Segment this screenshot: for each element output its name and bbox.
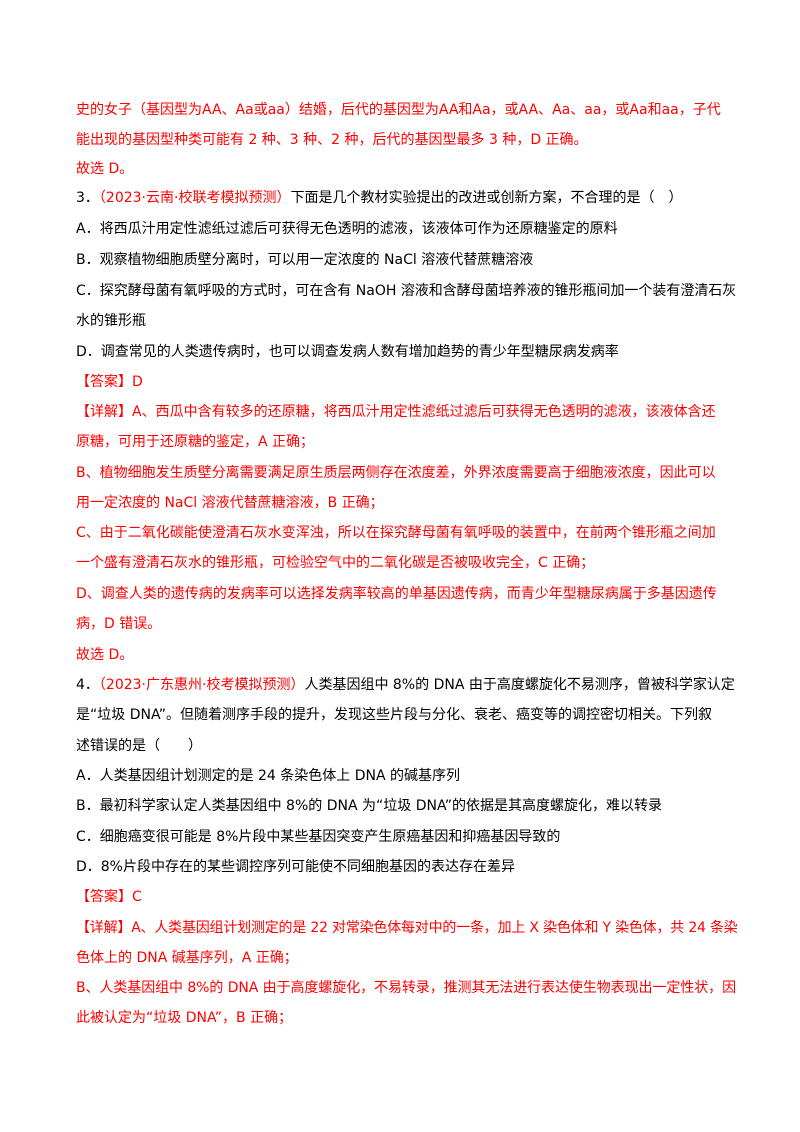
q3-number: 3． (76, 190, 99, 206)
q4-stem-line-3: 述错误的是（ ） (76, 738, 202, 754)
prev-detail-line-1: 史的女子（基因型为AA、Aa或aa）结婚，后代的基因型为AA和Aa，或AA、Aa… (76, 102, 721, 118)
q4-detail-label: 【详解】 (76, 920, 132, 936)
q4-option-d: D．8%片段中存在的某些调控序列可能使不同细胞基因的表达存在差异 (76, 859, 515, 875)
q3-detail-line-4: 用一定浓度的 NaCl 溶液代替蔗糖溶液，B 正确； (76, 495, 384, 511)
q3-detail-line-5: C、由于二氧化碳能使澄清石灰水变浑浊，所以在探究酵母菌有氧呼吸的装置中，在前两个… (76, 525, 716, 541)
q3-detail-line-7: D、调查人类的遗传病的发病率可以选择发病率较高的单基因遗传病，而青少年型糖尿病属… (76, 586, 717, 602)
q4-option-c: C．细胞癌变很可能是 8%片段中某些基因突变产生原癌基因和抑癌基因导致的 (76, 829, 561, 845)
q3-detail-label: 【详解】 (76, 404, 132, 420)
q3-option-a: A．将西瓜汁用定性滤纸过滤后可获得无色透明的滤液，该液体可作为还原糖鉴定的原料 (76, 221, 618, 237)
q4-detail-line-4: 此被认定为“垃圾 DNA”，B 正确； (76, 1010, 293, 1026)
q4-source: （2023·广东惠州·校考模拟预测） (98, 677, 305, 693)
q4-answer-label: 【答案】 (76, 889, 132, 905)
q4-detail-text-1: A、人类基因组计划测定的是 22 对常染色体每对中的一条，加上 X 染色体和 Y… (131, 920, 738, 936)
q3-detail-line-2: 原糖，可用于还原糖的鉴定，A 正确； (76, 434, 315, 450)
q3-answer-value: D (132, 374, 143, 390)
prev-conclusion: 故选 D。 (76, 161, 134, 177)
q3-source: （2023·云南·校联考模拟预测） (98, 190, 291, 206)
q3-detail-line-8: 病，D 错误。 (76, 616, 162, 632)
q3-stem: 3．（2023·云南·校联考模拟预测）下面是几个教材实验提出的改进或创新方案，不… (76, 188, 736, 208)
q3-answer: 【答案】D (76, 372, 736, 392)
q3-detail-line-3: B、植物细胞发生质壁分离需要满足原生质层两侧存在浓度差，外界浓度需要高于细胞液浓… (76, 465, 716, 481)
q4-number: 4． (76, 677, 99, 693)
q4-detail-line-1: 【详解】A、人类基因组计划测定的是 22 对常染色体每对中的一条，加上 X 染色… (76, 918, 738, 938)
q4-option-b: B．最初科学家认定人类基因组中 8%的 DNA 为“垃圾 DNA”的依据是其高度… (76, 798, 663, 814)
q4-stem-line-2: 是“垃圾 DNA”。但随着测序手段的提升，发现这些片段与分化、衰老、癌变等的调控… (76, 707, 713, 723)
q3-option-b: B．观察植物细胞质壁分离时，可以用一定浓度的 NaCl 溶液代替蔗糖溶液 (76, 252, 534, 268)
q3-detail-text-1: A、西瓜中含有较多的还原糖，将西瓜汁用定性滤纸过滤后可获得无色透明的滤液，该液体… (132, 404, 716, 420)
q4-stem-text-1: 人类基因组中 8%的 DNA 由于高度螺旋化不易测序，曾被科学家认定 (304, 677, 735, 693)
q3-option-c-cont: 水的锥形瓶 (76, 313, 146, 329)
q4-detail-line-3: B、人类基因组中 8%的 DNA 由于高度螺旋化，不易转录，推测其无法进行表达使… (76, 980, 736, 996)
q3-answer-label: 【答案】 (76, 374, 132, 390)
q3-option-c: C．探究酵母菌有氧呼吸的方式时，可在含有 NaOH 溶液和含酵母菌培养液的锥形瓶… (76, 283, 737, 299)
q3-conclusion: 故选 D。 (76, 647, 134, 663)
q4-detail-line-2: 色体上的 DNA 碱基序列，A 正确； (76, 950, 298, 966)
q3-option-d: D．调查常见的人类遗传病时，也可以调查发病人数有增加趋势的青少年型糖尿病发病率 (76, 344, 619, 360)
q3-detail-line-1: 【详解】A、西瓜中含有较多的还原糖，将西瓜汁用定性滤纸过滤后可获得无色透明的滤液… (76, 402, 736, 422)
q3-detail-line-6: 一个盛有澄清石灰水的锥形瓶，可检验空气中的二氧化碳是否被吸收完全，C 正确； (76, 555, 595, 571)
q4-option-a: A．人类基因组计划测定的是 24 条染色体上 DNA 的碱基序列 (76, 768, 461, 784)
q4-stem-line-1: 4．（2023·广东惠州·校考模拟预测）人类基因组中 8%的 DNA 由于高度螺… (76, 675, 736, 695)
prev-detail-line-2: 能出现的基因型种类可能有 2 种、3 种、2 种，后代的基因型最多 3 种，D … (76, 132, 588, 148)
q3-stem-text: 下面是几个教材实验提出的改进或创新方案，不合理的是（ ） (290, 190, 683, 206)
q4-answer-value: C (132, 889, 142, 905)
q4-answer: 【答案】C (76, 887, 736, 907)
